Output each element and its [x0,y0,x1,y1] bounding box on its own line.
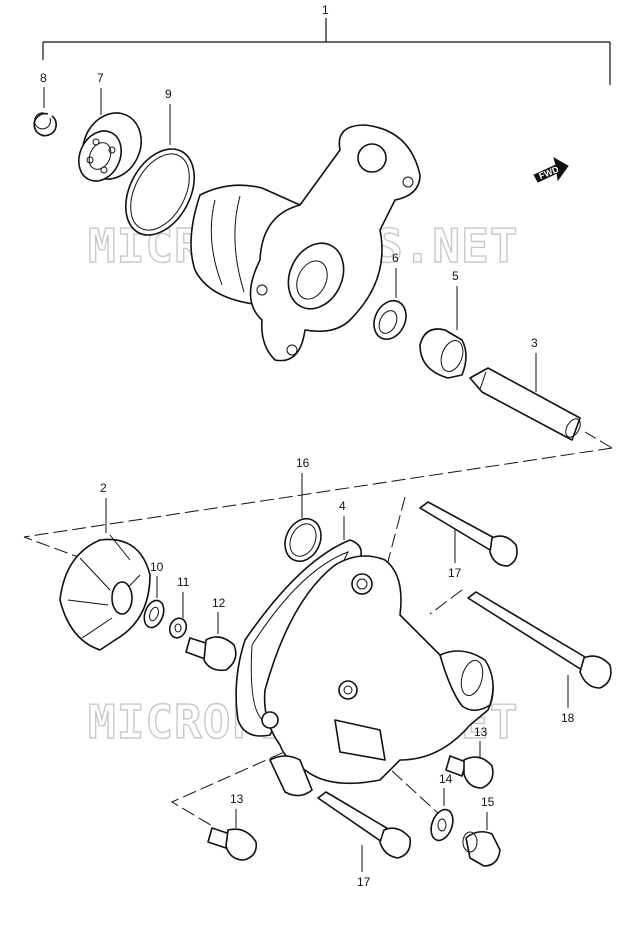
callout-13-left: 13 [230,792,244,806]
bearing-part-7 [78,112,142,182]
callout-1: 1 [322,3,329,17]
callout-6: 6 [392,251,399,265]
callout-11: 11 [177,575,190,589]
fwd-label: FWD [537,164,560,181]
callout-3: 3 [531,336,538,350]
impeller-part-2 [59,534,151,651]
callout-18: 18 [561,711,575,725]
pump-cover-lower [261,555,494,797]
callout-5: 5 [452,269,459,283]
o-ring-part-16 [284,518,322,562]
assembly-bracket [42,18,611,85]
callout-7: 7 [97,71,104,85]
callout-4: 4 [339,499,346,513]
pump-shaft-part-3 [469,367,581,441]
forward-direction-arrow: FWD [533,156,569,183]
callout-9: 9 [165,87,172,101]
washer-part-11 [168,617,188,639]
circlip-part-8 [33,112,57,137]
callout-17-top: 17 [448,566,462,580]
o-ring-part-9 [125,148,195,236]
callout-13-right: 13 [474,725,488,739]
callout-16: 16 [296,456,310,470]
impeller-bolt-part-12 [185,636,237,672]
callout-17-bottom: 17 [357,875,371,889]
bolt-part-17-bottom [317,791,412,859]
callout-12: 12 [212,596,226,610]
callout-2: 2 [100,481,107,495]
callout-8: 8 [40,71,47,85]
callout-14: 14 [439,772,453,786]
callout-10: 10 [150,560,164,574]
washer-part-14 [430,808,454,842]
callout-15: 15 [481,795,495,809]
long-bolt-part-18 [467,591,612,689]
washer-part-10 [143,599,165,629]
bolt-part-15 [462,830,501,867]
bolt-part-17-top [419,501,518,567]
oil-seal-part-6 [373,299,407,341]
bolt-part-13-right [445,755,494,789]
bolt-part-13-left [207,827,258,861]
mechanical-seal-part-5 [419,328,467,379]
pump-housing-upper [190,124,421,362]
